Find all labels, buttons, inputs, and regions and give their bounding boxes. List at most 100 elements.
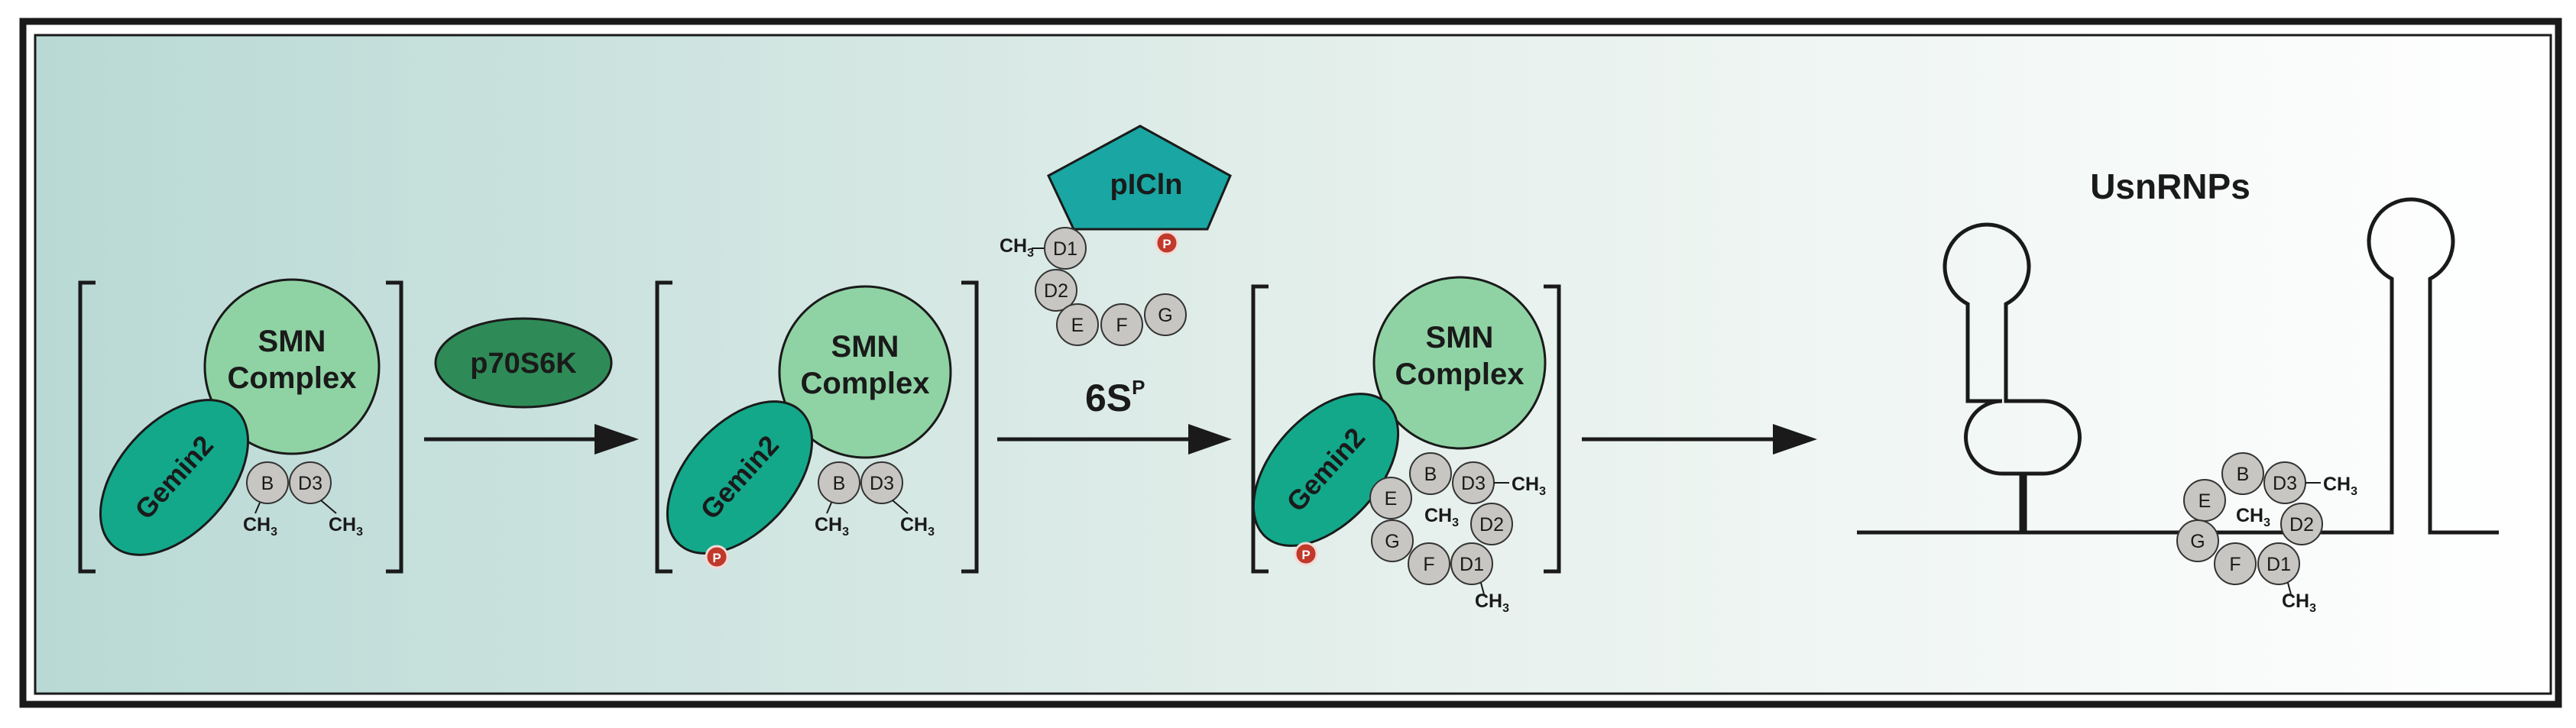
bracket-left — [655, 280, 672, 574]
bead-f — [2214, 542, 2257, 585]
arrow-3-head — [1773, 424, 1817, 455]
methyl-bond — [826, 502, 832, 514]
methyl-label: CH3 — [329, 514, 363, 539]
methyl-label: CH3 — [2323, 474, 2357, 498]
smn-label-line2: Complex — [801, 367, 930, 400]
smn-label-line1: SMN — [831, 330, 899, 364]
bead-e-label: E — [1385, 488, 1398, 510]
bead-d1 — [2257, 542, 2300, 585]
bead-e-label: E — [2199, 490, 2211, 512]
picln-pentagon — [1047, 125, 1232, 231]
bead-g-label: G — [2190, 531, 2205, 552]
phospho-marker — [705, 545, 729, 569]
bead-e — [1369, 477, 1412, 519]
panel-3: SMN Complex Gemin2 P B D3 E D2 G F D1 CH… — [1251, 276, 1561, 615]
bead-d2 — [2280, 503, 2323, 545]
background-panel — [34, 34, 2552, 695]
panel-1: SMN Complex Gemin2 B D3 CH3 CH3 — [78, 278, 403, 574]
bead-d1 — [1450, 542, 1493, 585]
bead-b — [246, 461, 289, 504]
bead-b — [818, 461, 860, 504]
bead-d1-label: D1 — [1053, 238, 1077, 260]
arrow-2-head — [1188, 424, 1232, 455]
methyl-label: CH3 — [1512, 474, 1546, 498]
bead-f-label: F — [1116, 315, 1127, 336]
methyl-label: CH3 — [2282, 590, 2316, 615]
bead-b-label: B — [2237, 464, 2250, 485]
bracket-left — [1251, 284, 1269, 574]
six-s-label: 6SP — [1085, 376, 1145, 419]
phospho-marker — [1155, 231, 1179, 255]
bead-e-label: E — [1071, 315, 1084, 336]
methyl-label: CH3 — [243, 514, 277, 539]
gemin2-ellipse — [1252, 393, 1400, 547]
bead-d1 — [1044, 227, 1087, 270]
bead-d3-label: D3 — [870, 473, 894, 494]
panel-4: UsnRNPs B D3 E D2 G F D1 CH3 CH3 CH3 — [1857, 167, 2499, 615]
bead-b-label: B — [833, 473, 846, 494]
smn-label-line1: SMN — [258, 325, 326, 358]
gemin2-ellipse — [99, 399, 249, 556]
bead-g-label: G — [1385, 531, 1399, 552]
bracket-right — [1544, 284, 1561, 574]
bead-d2-label: D2 — [1044, 280, 1068, 302]
bead-g-label: G — [1158, 305, 1172, 326]
methyl-label: CH3 — [1424, 505, 1459, 529]
bracket-left — [78, 280, 96, 574]
picln-label: pICln — [1110, 169, 1183, 201]
bead-d3-label: D3 — [298, 473, 322, 494]
bead-d2 — [1035, 269, 1077, 312]
panel-2: SMN Complex Gemin2 P B D3 CH3 CH3 — [655, 280, 979, 574]
methyl-label: CH3 — [2236, 505, 2270, 529]
bead-g — [1144, 293, 1187, 336]
p70s6k-kinase — [434, 317, 613, 409]
arrow-1-head — [595, 424, 639, 455]
methyl-label: CH3 — [1475, 590, 1509, 615]
bead-e — [1056, 303, 1099, 346]
bead-d3 — [289, 461, 332, 504]
methyl-bond — [1480, 582, 1485, 595]
bead-d1-label: D1 — [2267, 554, 2291, 575]
p70s6k-label: p70S6K — [470, 348, 577, 380]
bead-d1-label: D1 — [1460, 554, 1484, 575]
bead-d2-label: D2 — [2289, 514, 2314, 535]
bead-d2 — [1470, 503, 1513, 545]
bead-g — [1371, 519, 1414, 562]
methyl-label: CH3 — [1000, 235, 1034, 260]
methyl-bond — [892, 500, 909, 514]
methyl-bond — [254, 502, 261, 514]
bead-f — [1100, 303, 1143, 346]
outer-frame — [19, 18, 2562, 708]
bead-g — [2176, 519, 2219, 562]
bead-f — [1408, 542, 1450, 585]
bead-d3 — [860, 461, 903, 504]
bead-b — [2221, 452, 2264, 495]
methyl-label: CH3 — [900, 514, 935, 539]
smn-complex-circle — [203, 278, 381, 455]
bead-b — [1409, 452, 1452, 495]
phospho-label: P — [1162, 237, 1171, 251]
bead-d3-label: D3 — [1461, 473, 1486, 494]
phospho-label: P — [712, 551, 721, 565]
smn-label-line2: Complex — [228, 361, 357, 395]
bead-f-label: F — [2229, 554, 2241, 575]
smn-complex-circle — [778, 285, 952, 459]
smn-label-line1: SMN — [1426, 321, 1494, 354]
bead-d3-label: D3 — [2273, 473, 2297, 494]
phospho-label: P — [1301, 548, 1310, 562]
bead-f-label: F — [1423, 554, 1434, 575]
gemin2-ellipse — [666, 400, 814, 555]
six-s-complex: pICln P CH3 D1 D2 E F G 6SP — [1000, 125, 1232, 419]
methyl-label: CH3 — [815, 514, 849, 539]
methyl-bond — [2287, 582, 2292, 595]
phospho-marker — [1294, 542, 1318, 566]
bead-b-label: B — [261, 473, 274, 494]
usnrnps-title: UsnRNPs — [2090, 167, 2250, 206]
methyl-bond — [320, 500, 337, 514]
bead-d2-label: D2 — [1479, 514, 1504, 535]
bracket-right — [386, 280, 403, 574]
smn-complex-circle — [1372, 276, 1547, 450]
snrna-strand — [1857, 197, 2499, 535]
bead-b-label: B — [1424, 464, 1437, 485]
